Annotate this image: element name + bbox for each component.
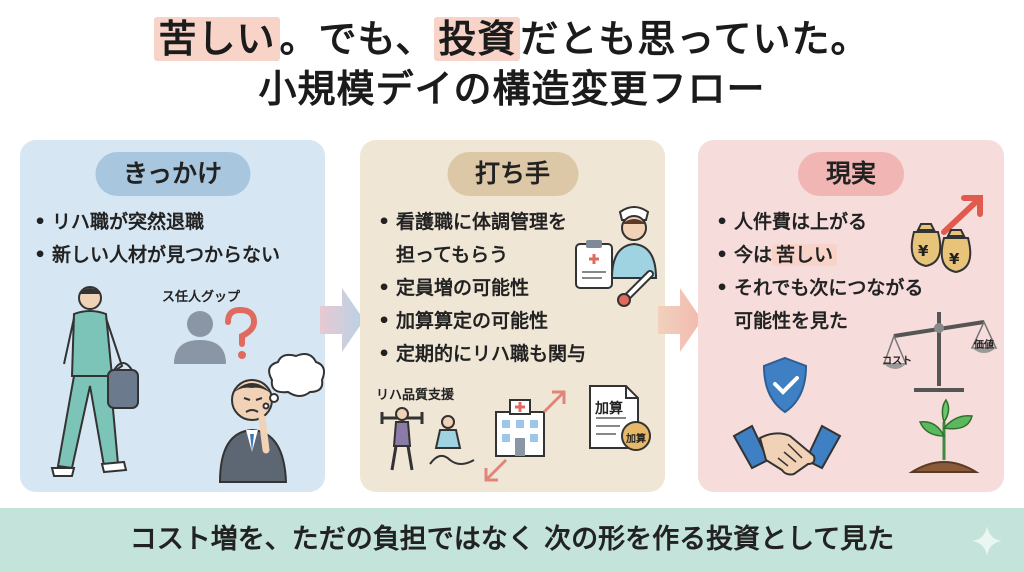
panel-moves: 打ち手 •看護職に体調管理を 担ってもらう •定員増の可能性 •加算算定の可能性…	[360, 140, 665, 492]
list-item: •加算算定の可能性	[378, 310, 549, 332]
yen-label: ¥	[949, 250, 960, 268]
list-item: •定期的にリハ職も関与	[378, 343, 587, 365]
list-item: 可能性を見た	[734, 310, 849, 332]
reality-bullets: •人件費は上がる •今は苦しい •それでも次につながる 可能性を見た	[716, 206, 923, 338]
list-item: 担ってもらう	[396, 244, 509, 266]
list-item: •それでも次につながる	[716, 277, 924, 299]
title-text-mid: 。でも、	[279, 17, 435, 61]
rehab-training-icon	[380, 407, 475, 471]
worried-manager-icon	[218, 379, 288, 483]
panel-reality: 現実 •人件費は上がる •今は苦しい •それでも次につながる 可能性を見た ¥ …	[698, 140, 1004, 492]
hospital-icon	[495, 399, 545, 457]
decrease-arrow-icon	[484, 458, 508, 482]
title-block: 苦しい。でも、投資だとも思っていた。 小規模デイの構造変更フロー	[0, 14, 1024, 114]
title-line-1: 苦しい。でも、投資だとも思っていた。	[0, 14, 1024, 64]
moves-bullets: •看護職に体調管理を 担ってもらう •定員増の可能性 •加算算定の可能性 •定期…	[378, 206, 586, 371]
yen-label: ¥	[918, 242, 929, 260]
title-text-end: だとも思っていた。	[520, 17, 870, 61]
list-item: •看護職に体調管理を	[378, 211, 568, 233]
addition-coin-label: 加算	[626, 434, 646, 445]
handshake-icon	[732, 424, 842, 476]
heading-trigger: きっかけ	[94, 152, 251, 196]
thermometer-icon	[617, 270, 654, 307]
scale-value-label: 価値	[974, 340, 994, 351]
walking-staff-icon	[50, 286, 139, 477]
flow-arrow-icon	[320, 288, 364, 352]
flow-arrow-icon	[658, 288, 702, 352]
clipboard-icon	[575, 240, 613, 289]
list-item: •リハ職が突然退職	[34, 211, 205, 233]
addition-doc-label: 加算	[595, 401, 623, 417]
sprout-icon	[908, 398, 980, 473]
heading-moves: 打ち手	[446, 152, 579, 196]
rehab-support-label: リハ品質支援	[376, 388, 455, 403]
panel-trigger: きっかけ •リハ職が突然退職 •新しい人材が見つからない ス任人グップ	[20, 140, 325, 492]
question-mark-icon	[225, 306, 258, 359]
list-item: •定員増の可能性	[378, 277, 530, 299]
trigger-bullets: •リハ職が突然退職 •新しい人材が見つからない	[34, 206, 280, 272]
nurse-icon	[610, 206, 658, 279]
conclusion-text: コスト増を、ただの負担ではなく 次の形を作る投資として見た	[129, 524, 895, 555]
money-bags-icon	[910, 195, 983, 274]
unknown-person-icon	[174, 311, 226, 364]
search-label: ス任人グップ	[162, 290, 241, 305]
conclusion-banner: コスト増を、ただの負担ではなく 次の形を作る投資として見た	[0, 508, 1024, 572]
title-highlight-investment: 投資	[434, 17, 521, 61]
list-item: •新しい人材が見つからない	[34, 244, 281, 266]
addition-document-icon	[589, 385, 651, 451]
increase-arrow-icon	[542, 390, 566, 414]
balance-scale-icon	[882, 312, 998, 392]
list-item: •人件費は上がる	[716, 211, 868, 233]
shield-check-icon	[762, 356, 808, 414]
list-item: •今は苦しい	[716, 239, 923, 272]
scale-cost-label: コスト	[882, 356, 912, 367]
heading-reality: 現実	[797, 152, 905, 196]
title-highlight-painful: 苦しい	[154, 17, 280, 61]
thought-bubble-icon	[262, 353, 325, 410]
title-line-2: 小規模デイの構造変更フロー	[258, 67, 766, 111]
highlight-painful: 苦しい	[772, 244, 838, 266]
sparkle-icon	[972, 526, 1002, 556]
